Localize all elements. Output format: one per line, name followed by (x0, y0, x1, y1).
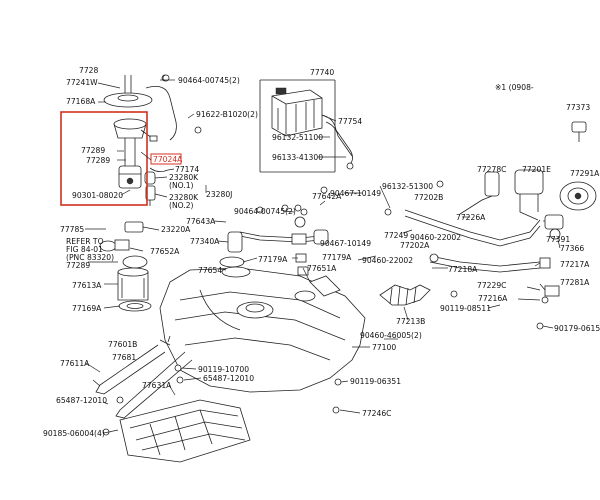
part-label-77681: 77681 (112, 353, 136, 362)
ref-line-2: FIG 84-01 (66, 245, 103, 254)
part-label-77281a: 77281A (560, 278, 590, 287)
part-label-23280k-2: 23280K (169, 193, 199, 202)
part-label-77291a: 77291A (570, 169, 600, 178)
fuel-tubes-drawing (219, 216, 341, 297)
filter-hose-drawing (144, 167, 169, 206)
fuel-tank-drawing (159, 267, 366, 393)
part-label-90464-b: 90464-00745(2) (234, 207, 296, 216)
part-label-77179a-1: 77179A (258, 255, 288, 264)
charcoal-canister-drawing (259, 79, 354, 173)
part-label-77289-c: 77289 (86, 156, 110, 165)
part-label-77785: 77785 (60, 225, 84, 234)
part-label-77202b: 77202B (414, 193, 443, 202)
part-label-77642a: 77642A (312, 192, 342, 201)
part-label-77278c: 77278C (477, 165, 506, 174)
part-label-65487-b: 65487-12010 (56, 396, 107, 405)
small-fasteners-drawing (102, 74, 458, 436)
part-label-77217a: 77217A (560, 260, 590, 269)
part-label-77373: 77373 (566, 103, 590, 112)
part-label-90460-a: 90460-22002 (410, 233, 461, 242)
part-label-77174: 77174 (175, 165, 199, 174)
part-label-77169a: 77169A (72, 304, 102, 313)
part-label-77613a: 77613A (72, 281, 102, 290)
part-label-77024a: 77024A (153, 155, 183, 164)
part-label-77391: 77391 (546, 235, 570, 244)
part-label-90119-c: 90119-06351 (350, 377, 401, 386)
part-label-77654: 77654 (198, 266, 222, 275)
part-label-90185: 90185-06004(4) (43, 429, 105, 438)
highlight-label-box (150, 153, 182, 165)
part-label-77246c: 77246C (362, 409, 391, 418)
part-label-77631a: 77631A (142, 381, 172, 390)
part-label-77601b: 77601B (108, 340, 137, 349)
part-label-96132-a: 96132-51100 (272, 133, 323, 142)
part-label-23280k-1: 23280K (169, 173, 199, 182)
leader-lines (85, 79, 561, 434)
part-label-90467-a: 90467-10149 (330, 189, 381, 198)
part-label-77366: 77366 (560, 244, 584, 253)
left-side-parts-drawing (99, 221, 152, 312)
part-label-90119-a: 90119-08511 (440, 304, 491, 313)
part-label-77740: 77740 (310, 68, 334, 77)
part-label-23220a: 23220A (161, 225, 191, 234)
part-label-77229c: 77229C (477, 281, 506, 290)
part-label-77226a: 77226A (456, 213, 486, 222)
part-label-23280k-1-note: (NO.1) (169, 181, 194, 190)
part-label-77651a: 77651A (307, 264, 337, 273)
part-label-77100: 77100 (372, 343, 396, 352)
part-label-23280k-2-note: (NO.2) (169, 201, 194, 210)
part-label-77216a: 77216A (478, 294, 508, 303)
part-label-77611a: 77611A (60, 359, 90, 368)
header-note: ※1 (0908- (495, 83, 534, 92)
part-label-90460-c: 90460-46005(2) (360, 331, 422, 340)
part-label-90119-b: 90119-10700 (198, 365, 249, 374)
ref-line-1: REFER TO (66, 237, 104, 246)
part-label-77289-b: 77289 (81, 146, 105, 155)
part-labels: 7728 77241W 77168A 90464-00745(2) 91622-… (43, 66, 600, 438)
tank-straps-drawing (95, 335, 193, 419)
part-label-90464-a: 90464-00745(2) (178, 76, 240, 85)
part-label-90467-b: 90467-10149 (320, 239, 371, 248)
part-label-77289-d: 77289 (66, 261, 90, 270)
ref-line-3: (PNC 83320) (66, 253, 114, 262)
part-label-90301: 90301-08020 (72, 191, 123, 200)
part-label-77202a: 77202A (400, 241, 430, 250)
part-label-96132-b: 96132-51300 (382, 182, 433, 191)
part-label-96133: 96133-41300 (272, 153, 323, 162)
part-label-77201e: 77201E (522, 165, 551, 174)
part-label-77179a-2: 77179A (322, 253, 352, 262)
part-label-23280j: 23280J (206, 190, 232, 199)
heat-shield-drawing (119, 399, 251, 463)
part-label-77652a: 77652A (150, 247, 180, 256)
part-label-77754: 77754 (338, 117, 362, 126)
part-label-91622: 91622-B1020(2) (196, 110, 258, 119)
part-drawings (95, 74, 597, 463)
part-label-90460-b: 90460-22002 (362, 256, 413, 265)
part-label-77340a: 77340A (190, 237, 220, 246)
part-label-77213b: 77213B (396, 317, 425, 326)
part-label-77643a: 77643A (186, 217, 216, 226)
part-label-77218a: 77218A (448, 265, 478, 274)
part-label-77249: 77249 (384, 231, 408, 240)
part-label-65487-a: 65487-12010 (203, 374, 254, 383)
part-label-77241w: 77241W (66, 78, 98, 87)
part-label-77289-top: 7728 (79, 66, 98, 75)
part-label-90179: 90179-06156 (554, 324, 600, 333)
part-label-77168a: 77168A (66, 97, 96, 106)
filler-pipe-drawing (379, 121, 597, 330)
highlight-box (60, 111, 148, 206)
fuel-pump-plate-drawing (103, 74, 177, 141)
